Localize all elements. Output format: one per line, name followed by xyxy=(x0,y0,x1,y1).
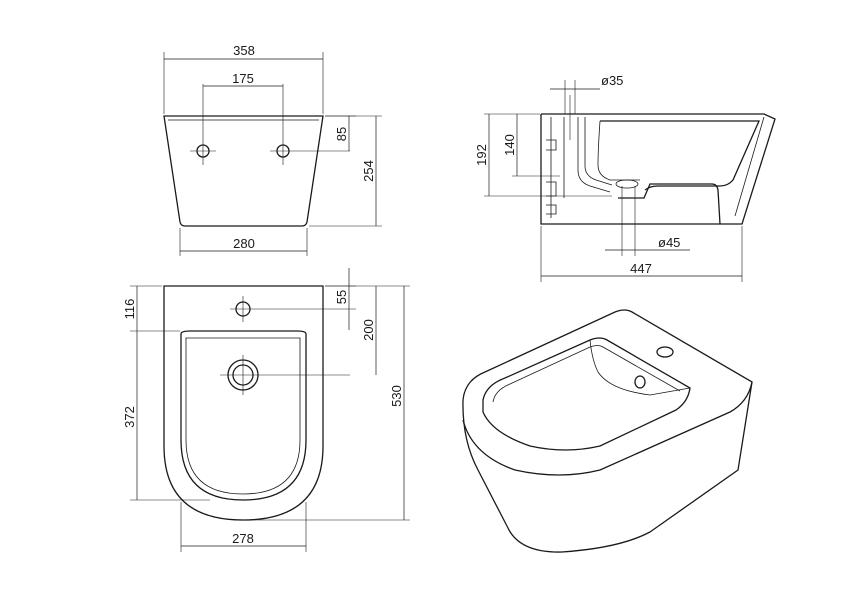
dim-116: 116 xyxy=(122,299,137,320)
dim-447: 447 xyxy=(630,261,652,276)
dim-175: 175 xyxy=(232,71,254,86)
dim-530: 530 xyxy=(389,385,404,407)
dim-d35: ø35 xyxy=(601,73,623,88)
iso-tap-hole xyxy=(656,346,674,358)
dim-192: 192 xyxy=(474,144,489,166)
dim-d45: ø45 xyxy=(658,235,680,250)
side-section-view xyxy=(484,80,776,282)
dim-254: 254 xyxy=(361,160,376,182)
isometric-view xyxy=(462,309,753,553)
dim-280: 280 xyxy=(233,236,255,251)
dim-85: 85 xyxy=(334,127,349,141)
dim-358: 358 xyxy=(233,43,255,58)
top-view xyxy=(130,268,410,552)
dim-200: 200 xyxy=(361,319,376,341)
dim-372: 372 xyxy=(122,406,137,428)
dim-140: 140 xyxy=(502,134,517,156)
dim-278: 278 xyxy=(232,531,254,546)
dim-55: 55 xyxy=(334,290,349,304)
dimension-labels: 358 175 85 254 280 ø35 192 140 ø45 447 1… xyxy=(122,43,680,546)
front-view xyxy=(163,52,382,256)
